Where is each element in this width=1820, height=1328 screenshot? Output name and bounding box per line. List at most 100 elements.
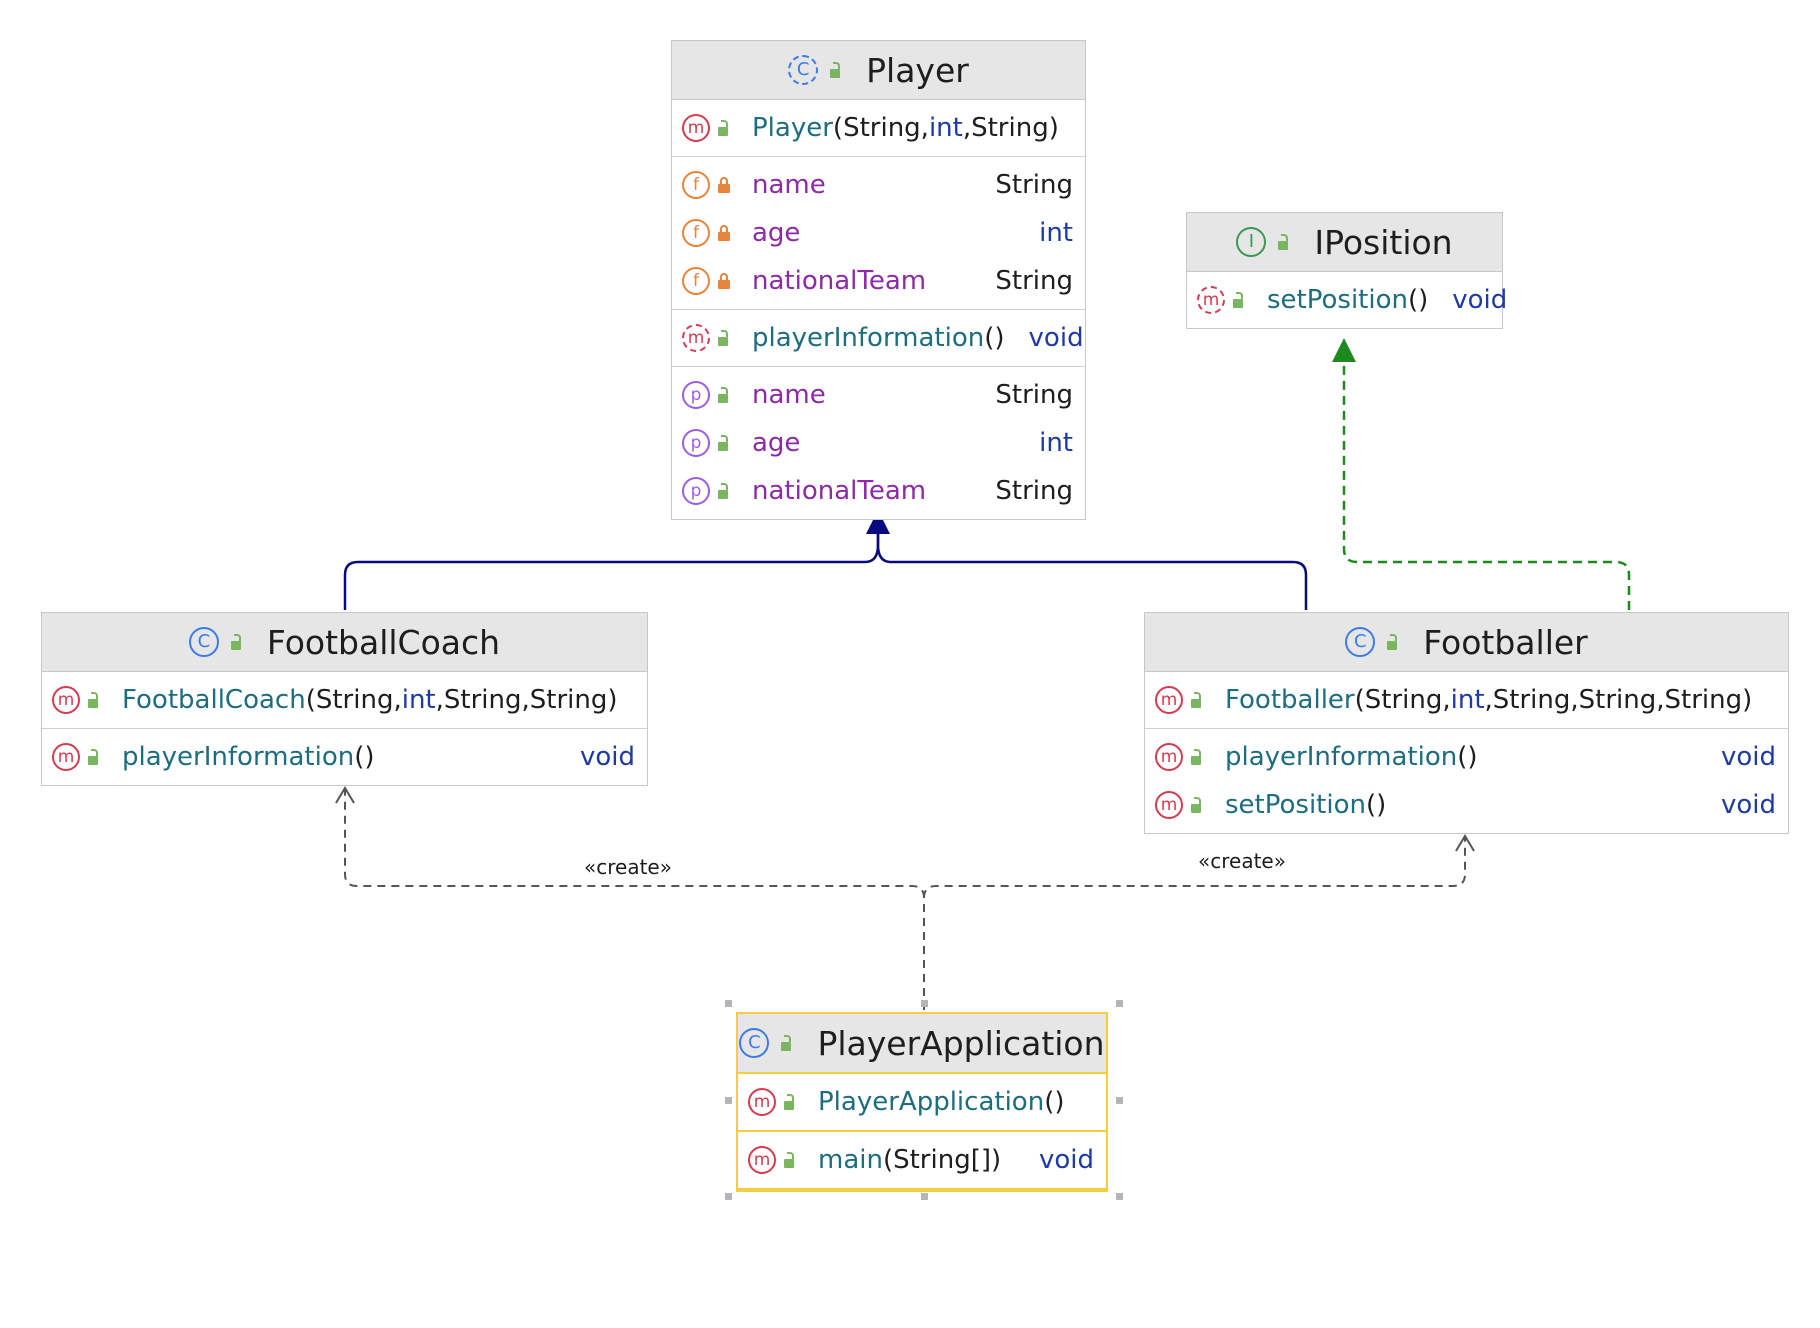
- property-row[interactable]: p name String: [672, 371, 1085, 419]
- selection-handle[interactable]: [1116, 1097, 1123, 1104]
- signature-part: ,: [1484, 685, 1493, 715]
- member-name: nationalTeam: [752, 476, 927, 506]
- property-icon: p: [682, 381, 710, 409]
- class-icon: C: [1345, 627, 1376, 657]
- member-type: void: [579, 742, 635, 772]
- method-row[interactable]: m main(String[]) void: [738, 1136, 1106, 1184]
- private-lock-icon: [718, 273, 732, 289]
- class-title: Player: [866, 50, 969, 90]
- member-name: name: [752, 170, 826, 200]
- create-dependency-edge-footballer: [923, 838, 1466, 899]
- create-label-left: «create»: [584, 855, 672, 879]
- signature-part: (): [1407, 285, 1429, 315]
- realization-edge: [1342, 360, 1631, 610]
- signature-part: String: [315, 685, 394, 715]
- selection-handle[interactable]: [725, 1097, 732, 1104]
- footballcoach-class[interactable]: C FootballCoach m FootballCoach(String, …: [41, 612, 648, 786]
- class-header: I IPosition: [1187, 213, 1502, 272]
- methods-section: m playerInformation() void m setPosition…: [1145, 729, 1788, 833]
- method-icon: m: [682, 114, 710, 142]
- public-icon: [1233, 292, 1247, 308]
- public-icon: [718, 120, 732, 136]
- signature-part: (: [832, 113, 844, 143]
- method-row[interactable]: m setPosition() void: [1187, 276, 1507, 324]
- methods-section: m playerInformation() void: [42, 729, 647, 785]
- signature-part: ,: [1442, 685, 1451, 715]
- private-lock-icon: [718, 177, 732, 193]
- constructor-row[interactable]: m Footballer(String, int, String, String…: [1145, 676, 1788, 724]
- constructors-section: m FootballCoach(String, int, String, Str…: [42, 672, 647, 729]
- class-title: Footballer: [1423, 622, 1588, 662]
- signature-part: ): [607, 685, 618, 715]
- method-row[interactable]: m playerInformation() void: [1145, 733, 1788, 781]
- selection-handle[interactable]: [725, 1000, 732, 1007]
- property-icon: p: [682, 429, 710, 457]
- selection-handle[interactable]: [1116, 1000, 1123, 1007]
- playerapplication-class[interactable]: C PlayerApplication m PlayerApplication(…: [736, 1012, 1108, 1192]
- member-type: int: [1039, 428, 1073, 458]
- field-icon: f: [682, 267, 710, 295]
- property-row[interactable]: p nationalTeam String: [672, 467, 1085, 515]
- create-arrowhead-coach: [335, 786, 355, 804]
- iposition-interface[interactable]: I IPosition m setPosition() void: [1186, 212, 1507, 329]
- field-row[interactable]: f age int: [672, 209, 1085, 257]
- member-name: playerInformation: [122, 742, 355, 772]
- selection-handle[interactable]: [921, 1193, 928, 1200]
- field-row[interactable]: f nationalTeam String: [672, 257, 1085, 305]
- constructor-row[interactable]: m Player(String, int, String): [672, 104, 1085, 152]
- signature-part: ,: [1656, 685, 1665, 715]
- selection-handle[interactable]: [921, 1000, 928, 1007]
- field-row[interactable]: f name String: [672, 161, 1085, 209]
- member-name: setPosition: [1267, 285, 1408, 315]
- signature-part: int: [928, 113, 963, 143]
- method-icon: m: [1155, 686, 1183, 714]
- inheritance-edge-footballer: [876, 532, 1308, 610]
- signature-part: (: [1354, 685, 1365, 715]
- field-icon: f: [682, 171, 710, 199]
- member-name: playerInformation: [1225, 742, 1458, 772]
- public-icon: [784, 1094, 798, 1110]
- signature-part: int: [401, 685, 436, 715]
- member-name: age: [752, 428, 801, 458]
- member-type: void: [1028, 323, 1084, 353]
- abstract-method-icon: m: [682, 324, 710, 352]
- footballer-class[interactable]: C Footballer m Footballer(String, int, S…: [1144, 612, 1789, 834]
- constructors-section: m PlayerApplication(): [738, 1074, 1106, 1132]
- class-header: C FootballCoach: [42, 613, 647, 672]
- public-icon: [230, 634, 245, 650]
- properties-section: p name String p age int p nationalTeam S…: [672, 367, 1085, 519]
- constructor-row[interactable]: m PlayerApplication(): [738, 1078, 1106, 1126]
- method-row[interactable]: m playerInformation() void: [42, 733, 647, 781]
- public-icon: [1191, 692, 1205, 708]
- signature-part: ,: [393, 685, 402, 715]
- public-icon: [88, 749, 102, 765]
- method-icon: m: [52, 743, 80, 771]
- member-type: int: [1039, 218, 1073, 248]
- constructor-row[interactable]: m FootballCoach(String, int, String, Str…: [42, 676, 647, 724]
- public-icon: [718, 387, 732, 403]
- selection-handle[interactable]: [1116, 1193, 1123, 1200]
- signature-part: ,: [435, 685, 444, 715]
- member-name: Footballer: [1225, 685, 1355, 715]
- property-row[interactable]: p age int: [672, 419, 1085, 467]
- member-type: String: [995, 170, 1073, 200]
- fields-section: f name String f age int f nationalTeam S…: [672, 157, 1085, 310]
- methods-section: m playerInformation() void: [672, 310, 1085, 367]
- public-icon: [1387, 634, 1401, 650]
- member-type: String: [995, 476, 1073, 506]
- method-row[interactable]: m setPosition() void: [1145, 781, 1788, 829]
- member-type: void: [1720, 742, 1776, 772]
- method-row[interactable]: m playerInformation() void: [672, 314, 1085, 362]
- public-icon: [1191, 797, 1205, 813]
- signature-part: ,: [1570, 685, 1579, 715]
- class-header: C Player: [672, 41, 1085, 100]
- selection-handle[interactable]: [725, 1193, 732, 1200]
- member-name: main: [818, 1145, 883, 1175]
- player-class[interactable]: C Player m Player(String, int, String) f…: [671, 40, 1086, 520]
- interface-icon: I: [1236, 227, 1267, 257]
- method-icon: m: [1155, 791, 1183, 819]
- signature-part: String: [843, 113, 921, 143]
- signature-part: (): [1365, 790, 1387, 820]
- signature-part: String: [1664, 685, 1743, 715]
